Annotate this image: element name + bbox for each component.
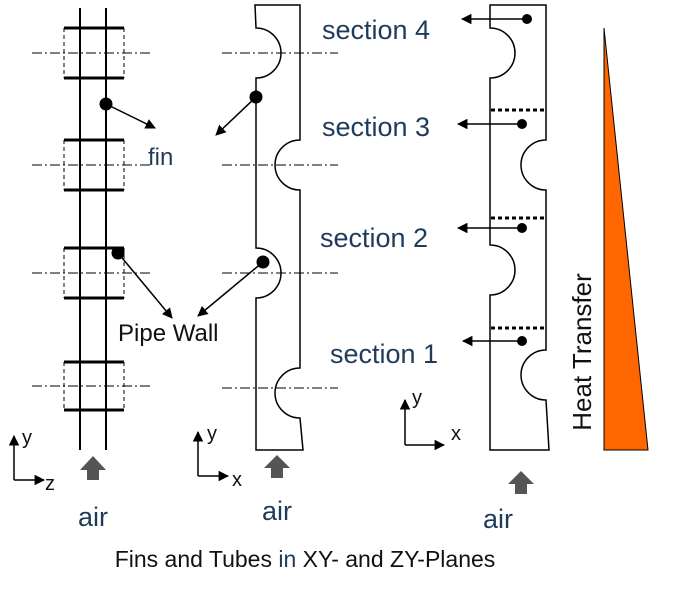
caption-part: Fins and Tubes <box>115 546 279 572</box>
sectioned-fin-view <box>458 5 549 450</box>
pipe-wall-arrow <box>198 262 263 316</box>
pipe-wall-arrow <box>118 253 172 318</box>
air-label: air <box>78 504 108 531</box>
coordinate-axes <box>14 400 444 480</box>
air-label: air <box>483 506 513 533</box>
air-flow-arrow-icon <box>264 455 290 478</box>
section-3-label: section 3 <box>322 114 430 141</box>
heat-transfer-label: Heat Transfer <box>569 273 595 431</box>
caption-highlight: in <box>278 546 296 572</box>
section-2-label: section 2 <box>320 225 428 252</box>
pipe-wall-label: Pipe Wall <box>118 322 218 346</box>
fin-section <box>32 140 152 190</box>
axis-label-y: y <box>22 428 32 448</box>
axis-label-z: z <box>45 474 55 494</box>
figure-caption: Fins and Tubes in XY- and ZY-Planes <box>0 548 610 571</box>
section-1-label: section 1 <box>330 341 438 368</box>
axis-label-y: y <box>412 388 422 408</box>
fin-arrow <box>216 97 256 135</box>
heat-transfer-triangle <box>604 28 648 450</box>
axis-label-x: x <box>232 470 242 490</box>
caption-part: XY- and ZY-Planes <box>296 546 495 572</box>
zy-plane-view <box>32 8 172 450</box>
air-label: air <box>262 498 292 525</box>
xy-plane-view <box>198 5 338 450</box>
fin-outline <box>255 5 303 450</box>
fin-arrow <box>106 104 155 128</box>
air-flow-arrow-icon <box>508 471 534 494</box>
fin-section <box>32 28 152 78</box>
air-flow-arrow-icon <box>80 456 106 480</box>
section-4-label: section 4 <box>322 17 430 44</box>
axis-label-y: y <box>207 424 217 444</box>
axis-label-x: x <box>451 424 461 444</box>
fin-label: fin <box>148 146 173 170</box>
fin-section <box>32 362 152 410</box>
